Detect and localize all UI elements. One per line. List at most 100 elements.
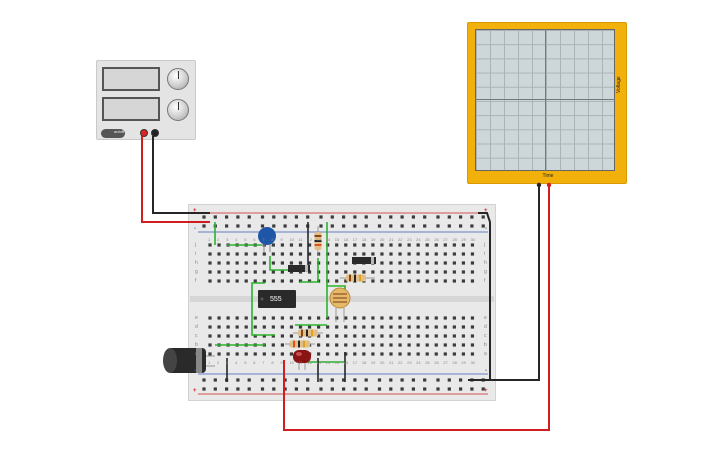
breadboard-hole[interactable] <box>226 261 230 265</box>
breadboard-hole[interactable] <box>398 343 402 347</box>
breadboard-hole[interactable] <box>262 261 266 265</box>
rail-hole[interactable] <box>353 224 357 228</box>
breadboard-hole[interactable] <box>452 316 456 320</box>
breadboard-hole[interactable] <box>244 325 248 329</box>
breadboard-hole[interactable] <box>235 270 239 274</box>
rail-hole[interactable] <box>260 224 265 228</box>
breadboard-hole[interactable] <box>371 279 375 283</box>
breadboard-hole[interactable] <box>217 325 221 329</box>
breadboard-hole[interactable] <box>443 325 447 329</box>
breadboard-hole[interactable] <box>470 343 475 347</box>
wire-green-7[interactable] <box>251 282 275 336</box>
breadboard-hole[interactable] <box>326 334 330 338</box>
breadboard-hole[interactable] <box>217 352 221 356</box>
breadboard-hole[interactable] <box>235 261 239 265</box>
breadboard-hole[interactable] <box>425 316 429 320</box>
resistor-2[interactable] <box>293 329 323 337</box>
psu-positive-terminal[interactable] <box>140 129 148 137</box>
breadboard-hole[interactable] <box>271 252 275 256</box>
breadboard-hole[interactable] <box>371 316 375 320</box>
breadboard-hole[interactable] <box>262 252 266 256</box>
rail-hole[interactable] <box>260 378 265 382</box>
breadboard-hole[interactable] <box>307 261 312 265</box>
breadboard-hole[interactable] <box>407 325 411 329</box>
breadboard-hole[interactable] <box>208 325 212 329</box>
breadboard-hole[interactable] <box>407 352 411 356</box>
breadboard-hole[interactable] <box>398 243 402 247</box>
breadboard-hole[interactable] <box>262 279 266 283</box>
breadboard-hole[interactable] <box>344 334 348 338</box>
breadboard-hole[interactable] <box>362 270 366 274</box>
resistor-1[interactable] <box>340 274 375 282</box>
breadboard-hole[interactable] <box>253 316 257 320</box>
breadboard-hole[interactable] <box>307 316 312 320</box>
breadboard-hole[interactable] <box>317 252 321 256</box>
breadboard-hole[interactable] <box>407 334 411 338</box>
rail-hole[interactable] <box>342 378 346 382</box>
breadboard-hole[interactable] <box>298 325 303 329</box>
breadboard-hole[interactable] <box>307 279 312 283</box>
breadboard-hole[interactable] <box>389 270 393 274</box>
rail-hole[interactable] <box>247 215 251 219</box>
breadboard-hole[interactable] <box>434 243 438 247</box>
breadboard-hole[interactable] <box>335 270 339 274</box>
breadboard-hole[interactable] <box>461 352 465 356</box>
breadboard-hole[interactable] <box>208 352 212 356</box>
breadboard-hole[interactable] <box>461 261 465 265</box>
rail-hole[interactable] <box>272 215 276 219</box>
rail-hole[interactable] <box>202 215 206 219</box>
breadboard-hole[interactable] <box>452 252 456 256</box>
breadboard-hole[interactable] <box>452 334 456 338</box>
rail-hole[interactable] <box>294 215 298 219</box>
rail-hole[interactable] <box>272 224 276 228</box>
breadboard-hole[interactable] <box>434 252 438 256</box>
rail-hole[interactable] <box>400 378 404 382</box>
breadboard-hole[interactable] <box>226 334 230 338</box>
breadboard-hole[interactable] <box>443 316 447 320</box>
breadboard-hole[interactable] <box>470 270 475 274</box>
breadboard-hole[interactable] <box>244 270 248 274</box>
rail-hole[interactable] <box>447 387 451 391</box>
breadboard-hole[interactable] <box>398 325 402 329</box>
breadboard-hole[interactable] <box>371 334 375 338</box>
breadboard-hole[interactable] <box>362 252 366 256</box>
photoresistor[interactable] <box>329 287 351 322</box>
wire-scope-probe[interactable] <box>283 185 550 431</box>
breadboard-hole[interactable] <box>335 343 339 347</box>
breadboard-hole[interactable] <box>389 261 393 265</box>
breadboard-hole[interactable] <box>280 334 284 338</box>
breadboard-hole[interactable] <box>217 270 221 274</box>
ic-555-timer[interactable] <box>258 290 296 308</box>
diode-2[interactable] <box>352 257 376 264</box>
rail-hole[interactable] <box>481 215 485 219</box>
resistor-vertical[interactable] <box>314 226 322 256</box>
rail-hole[interactable] <box>353 215 357 219</box>
breadboard-hole[interactable] <box>470 279 475 283</box>
breadboard-hole[interactable] <box>371 252 375 256</box>
breadboard-hole[interactable] <box>208 252 212 256</box>
breadboard-hole[interactable] <box>317 334 321 338</box>
rail-hole[interactable] <box>283 224 287 228</box>
breadboard-hole[interactable] <box>470 316 475 320</box>
rail-hole[interactable] <box>225 215 229 219</box>
breadboard-hole[interactable] <box>407 243 411 247</box>
breadboard-hole[interactable] <box>253 334 257 338</box>
breadboard-hole[interactable] <box>235 316 239 320</box>
wire-psu-negative[interactable] <box>152 136 210 214</box>
breadboard-hole[interactable] <box>217 252 221 256</box>
rail-hole[interactable] <box>400 224 404 228</box>
breadboard-hole[interactable] <box>425 279 429 283</box>
breadboard-hole[interactable] <box>235 325 239 329</box>
rail-hole[interactable] <box>260 387 265 391</box>
breadboard-hole[interactable] <box>335 261 339 265</box>
breadboard-hole[interactable] <box>389 343 393 347</box>
breadboard-hole[interactable] <box>344 270 348 274</box>
breadboard-hole[interactable] <box>362 334 366 338</box>
breadboard-hole[interactable] <box>244 334 248 338</box>
breadboard-hole[interactable] <box>344 325 348 329</box>
rail-hole[interactable] <box>236 224 240 228</box>
rail-hole[interactable] <box>283 378 287 382</box>
breadboard-hole[interactable] <box>461 334 465 338</box>
oscilloscope[interactable]: Time Voltage <box>467 22 627 184</box>
rail-hole[interactable] <box>247 387 251 391</box>
